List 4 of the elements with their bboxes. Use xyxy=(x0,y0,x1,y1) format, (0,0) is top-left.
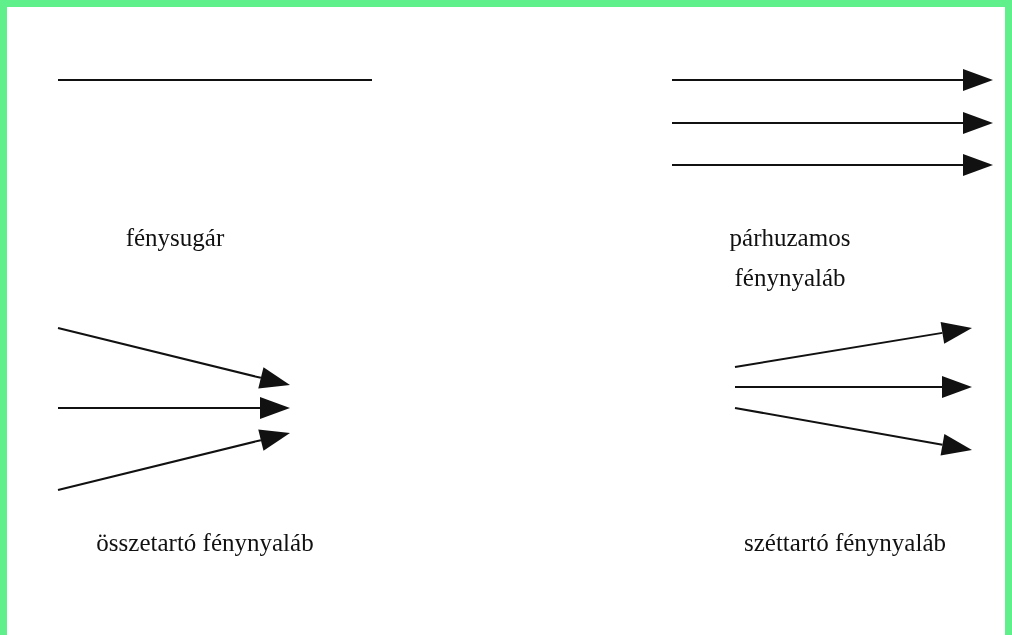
caption: összetartó fénynyaláb xyxy=(95,528,315,558)
caption: fénysugár xyxy=(124,223,226,253)
caption: párhuzamos fénynyaláb xyxy=(728,223,852,293)
caption: széttartó fénynyaláb xyxy=(743,528,947,558)
